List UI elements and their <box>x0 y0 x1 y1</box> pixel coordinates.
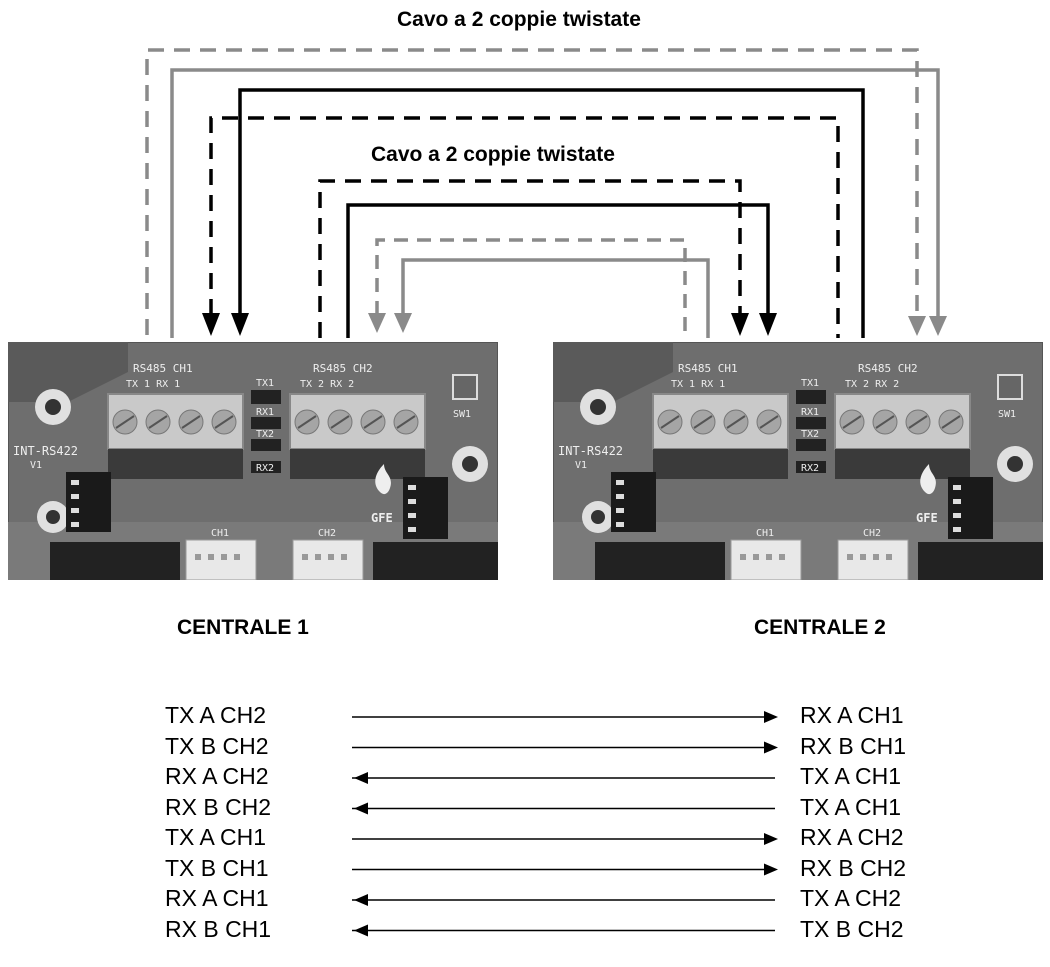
led-label-tx1: TX1 <box>801 378 819 389</box>
outer-cable-label: Cavo a 2 coppie twistate <box>397 8 641 31</box>
header-connector-ch1 <box>185 539 257 580</box>
connection-arrowhead <box>354 802 368 815</box>
brand-label: GFE <box>916 511 938 525</box>
station-label-2: CENTRALE 2 <box>754 616 886 639</box>
connection-table: TX A CH2 TX B CH2 RX A CH2 RX B CH2 TX A CH1… <box>0 700 1050 960</box>
inner-gray-solid-wire <box>401 258 710 338</box>
led-label-rx1: RX1 <box>801 407 819 418</box>
station-label-1: CENTRALE 1 <box>177 616 309 639</box>
led-label-tx2: TX2 <box>801 429 819 440</box>
board-model: INT-RS422 <box>13 444 78 458</box>
header-label-ch1: CH1 <box>211 528 229 539</box>
ch1-block-label: RS485 CH1 <box>133 362 193 375</box>
header-connector-ch2 <box>837 539 909 580</box>
ch1-block-label: RS485 CH1 <box>678 362 738 375</box>
ic-chip <box>403 477 448 539</box>
terminal-block-ch1 <box>652 393 789 479</box>
ch2-block-label: RS485 CH2 <box>313 362 373 375</box>
switch-label: SW1 <box>453 409 471 420</box>
switch <box>452 374 478 400</box>
connection-left-label: RX B CH2 <box>165 793 272 820</box>
ch1-pin-labels: TX 1 RX 1 <box>126 379 180 390</box>
terminal-block-ch2 <box>289 393 426 479</box>
gfe-logo <box>375 464 391 495</box>
outer-gray-solid-wire <box>170 68 940 338</box>
terminal-block-ch2 <box>834 393 971 479</box>
ic-chip <box>66 472 111 532</box>
inner-black-dashed-wire <box>318 179 742 338</box>
connection-left-label: RX B CH1 <box>165 915 272 942</box>
led-indicators <box>796 390 826 473</box>
led-label-tx2: TX2 <box>256 429 274 440</box>
connection-left-label: TX A CH1 <box>165 824 266 850</box>
outer-black-dashed-arrowhead <box>202 313 220 336</box>
connection-right-label: TX B CH2 <box>800 915 904 942</box>
switch <box>997 374 1023 400</box>
gfe-logo <box>920 464 936 495</box>
connection-arrowhead <box>354 924 368 937</box>
inner-cable-label: Cavo a 2 coppie twistate <box>371 143 615 166</box>
header-connector-ch1 <box>730 539 802 580</box>
ch1-pin-labels: TX 1 RX 1 <box>671 379 725 390</box>
ch2-pin-labels: TX 2 RX 2 <box>300 379 354 390</box>
led-indicators <box>251 390 281 473</box>
connection-right-label: RX A CH2 <box>800 824 904 850</box>
connection-left-label: TX B CH1 <box>165 854 269 881</box>
connection-arrows <box>352 711 778 937</box>
connection-left-label: RX A CH2 <box>165 763 269 789</box>
inner-gray-dashed-wire <box>375 238 687 338</box>
led-label-rx2: RX2 <box>256 463 274 474</box>
outer-gray-dashed-wire <box>145 48 919 335</box>
outer-black-solid-wire <box>238 88 865 338</box>
connection-right-label: RX B CH1 <box>800 732 907 759</box>
board-centrale-2: RS485 CH1 TX 1 RX 1 RS485 CH2 TX 2 RX 2 … <box>553 342 1043 580</box>
board-version: V1 <box>30 460 42 471</box>
ch2-block-label: RS485 CH2 <box>858 362 918 375</box>
inner-black-solid-arrowhead <box>759 313 777 336</box>
connection-right-label: RX A CH1 <box>800 702 904 728</box>
terminal-block-ch1 <box>107 393 244 479</box>
header-label-ch2: CH2 <box>863 528 881 539</box>
header-label-ch1: CH1 <box>756 528 774 539</box>
connection-left-label: TX B CH2 <box>165 732 269 759</box>
header-label-ch2: CH2 <box>318 528 336 539</box>
inner-black-solid-wire <box>346 203 770 338</box>
outer-gray-dashed-arrowhead <box>908 316 926 336</box>
connection-arrowhead <box>764 741 778 754</box>
connection-arrowhead <box>764 863 778 876</box>
ch2-pin-labels: TX 2 RX 2 <box>845 379 899 390</box>
inner-gray-dashed-arrowhead <box>368 313 386 333</box>
switch-label: SW1 <box>998 409 1016 420</box>
led-label-rx2: RX2 <box>801 463 819 474</box>
inner-gray-solid-arrowhead <box>394 313 412 333</box>
connection-arrowhead <box>764 833 778 845</box>
connection-left-label: RX A CH1 <box>165 885 269 911</box>
ic-chip <box>948 477 993 539</box>
led-label-tx1: TX1 <box>256 378 274 389</box>
connection-arrowhead <box>354 894 368 906</box>
connection-right-label: TX A CH1 <box>800 793 901 820</box>
connection-right-label: RX B CH2 <box>800 854 907 881</box>
header-connector-ch2 <box>292 539 364 580</box>
connection-right-label: TX A CH1 <box>800 763 901 789</box>
outer-black-solid-arrowhead <box>231 313 249 336</box>
connection-arrowhead <box>354 772 368 784</box>
led-label-rx1: RX1 <box>256 407 274 418</box>
board-version: V1 <box>575 460 587 471</box>
board-centrale-1: RS485 CH1 TX 1 RX 1 RS485 CH2 TX 2 RX 2 … <box>8 342 498 580</box>
ic-chip <box>611 472 656 532</box>
outer-gray-solid-arrowhead <box>929 316 947 336</box>
connection-right-label: TX A CH2 <box>800 885 901 911</box>
connection-arrowhead <box>764 711 778 723</box>
inner-black-dashed-arrowhead <box>731 313 749 336</box>
brand-label: GFE <box>371 511 393 525</box>
connection-left-label: TX A CH2 <box>165 702 266 728</box>
board-model: INT-RS422 <box>558 444 623 458</box>
